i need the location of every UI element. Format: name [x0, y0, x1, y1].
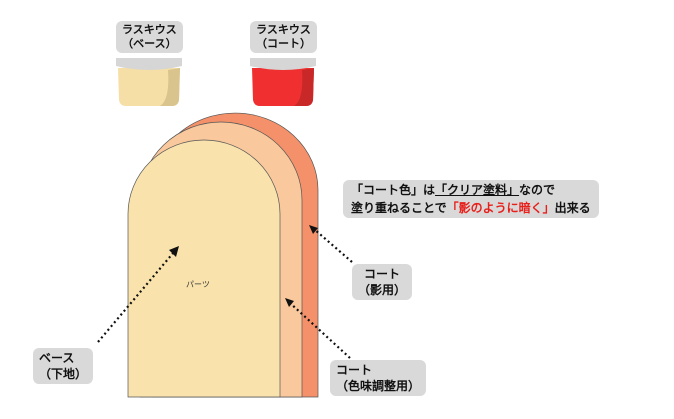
base-jar-label: ラスキウス（ベース）: [116, 21, 183, 53]
base-layer: [127, 139, 281, 398]
base-label: ベース（下地）: [33, 348, 94, 384]
tone-arrow: [289, 302, 351, 359]
coat-jar-label: ラスキウス（コート）: [250, 21, 317, 53]
shadow-coat-label: コート（影用）: [352, 264, 413, 300]
tone-coat-label: コート（色味調整用）: [330, 360, 427, 396]
base-jar: [116, 58, 182, 106]
shadow-arrow: [313, 228, 353, 263]
coat-jar: [250, 58, 316, 106]
explanation-note: 「コート色」は「クリア塗料」なので 塗り重ねることで「影のように暗く」出来る: [343, 180, 599, 218]
part-label: パーツ: [186, 280, 210, 289]
